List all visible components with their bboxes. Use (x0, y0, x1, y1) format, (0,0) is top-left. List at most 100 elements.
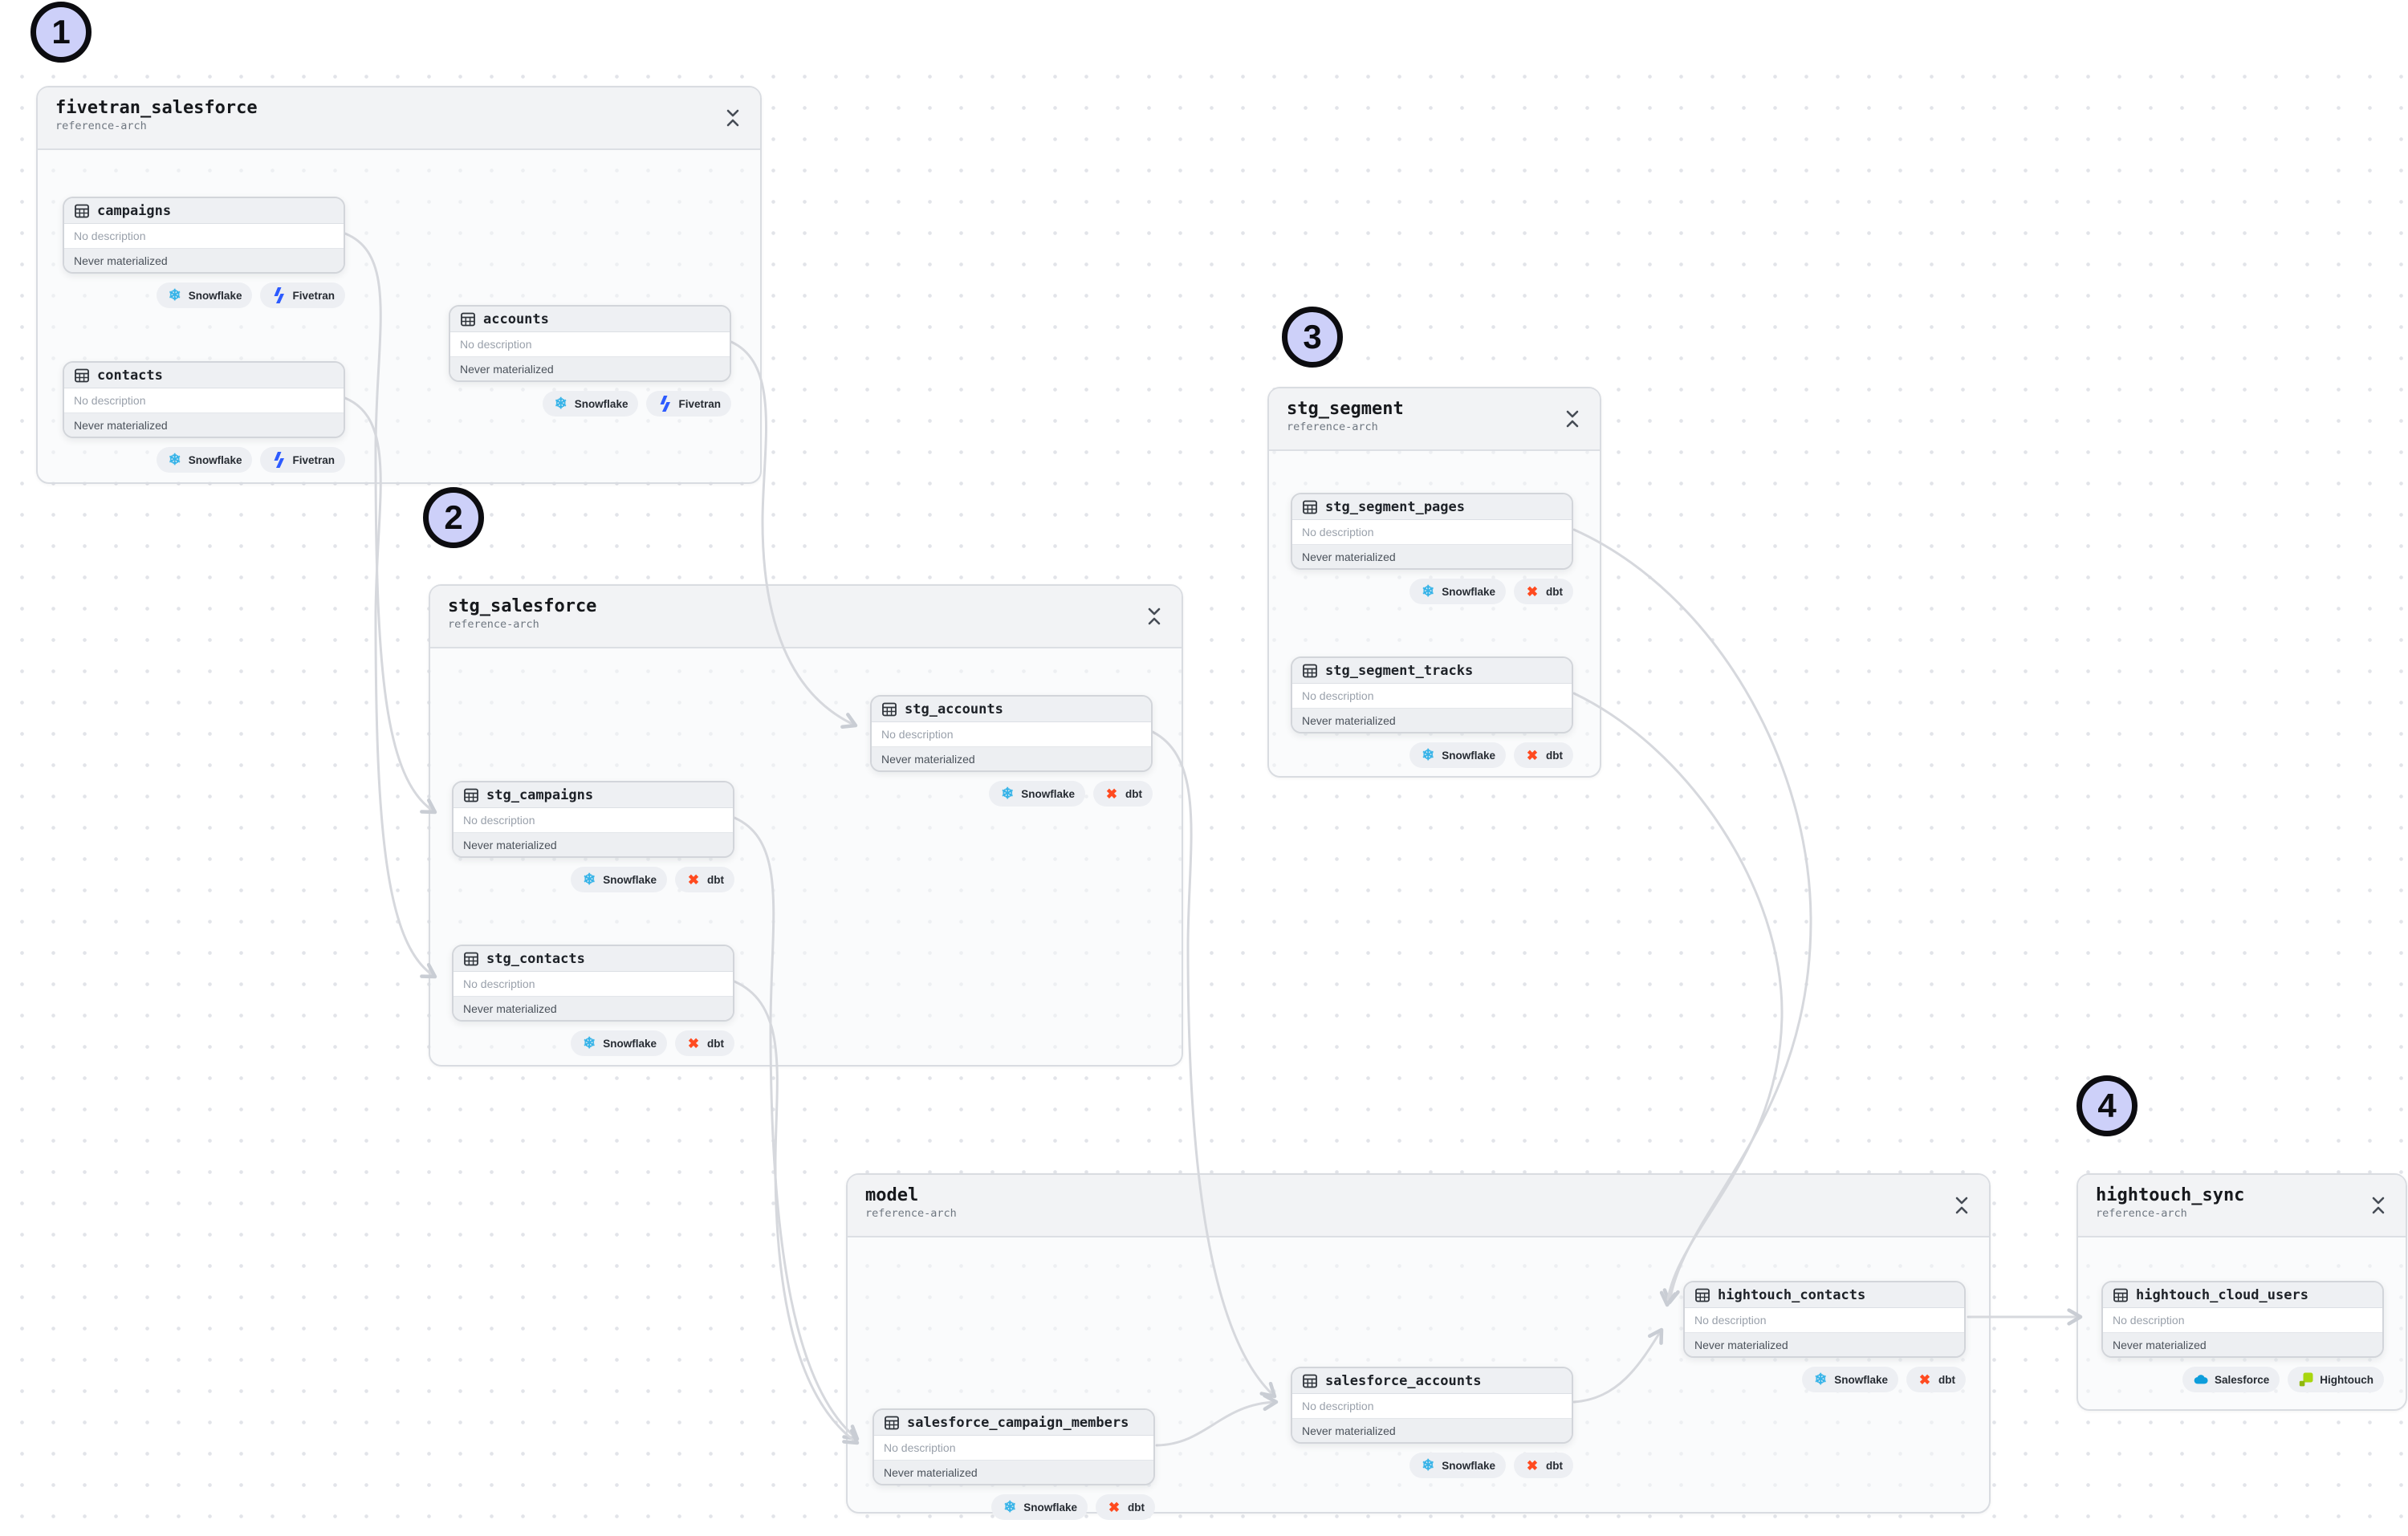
collapse-icon[interactable] (1563, 408, 1582, 430)
badge-label: Fivetran (292, 289, 335, 302)
group-title: hightouch_sync (2096, 1185, 2245, 1205)
table-header[interactable]: contacts (64, 363, 344, 388)
snowflake-icon: ❄ (554, 395, 567, 412)
table-header[interactable]: hightouch_cloud_users (2103, 1282, 2382, 1308)
badge-label: Snowflake (1021, 787, 1075, 800)
table-node-salesforce_campaign_members[interactable]: salesforce_campaign_members No descripti… (872, 1408, 1155, 1520)
table-node-hightouch_cloud_users[interactable]: hightouch_cloud_users No description Nev… (2101, 1281, 2384, 1392)
table-description: No description (1292, 1394, 1572, 1418)
badge-label: dbt (707, 1037, 724, 1050)
badge-dbt[interactable]: ✖dbt (1514, 579, 1573, 604)
table-header[interactable]: campaigns (64, 198, 344, 224)
badge-dbt[interactable]: ✖ dbt (1514, 1453, 1573, 1478)
badge-dbt[interactable]: ✖ dbt (1093, 781, 1153, 807)
snowflake-icon: ❄ (583, 871, 596, 888)
hightouch-icon (2298, 1371, 2314, 1388)
snowflake-icon: ❄ (1003, 1498, 1017, 1516)
table-node-stg_accounts[interactable]: stg_accounts No description Never materi… (870, 695, 1153, 807)
badge-snowflake[interactable]: ❄Snowflake (1409, 579, 1506, 604)
table-header[interactable]: accounts (450, 307, 730, 332)
collapse-icon[interactable] (723, 107, 742, 129)
table-node-contacts[interactable]: contacts No description Never materializ… (63, 361, 345, 473)
badge-label: Snowflake (188, 453, 242, 466)
table-header[interactable]: salesforce_accounts (1292, 1368, 1572, 1394)
table-icon (1302, 663, 1318, 679)
badge-label: Fivetran (292, 453, 335, 466)
snowflake-icon: ❄ (1422, 583, 1435, 600)
badge-dbt[interactable]: ✖dbt (1096, 1494, 1155, 1520)
table-node-stg_segment_pages[interactable]: stg_segment_pages No description Never m… (1291, 493, 1573, 604)
badge-dbt[interactable]: ✖dbt (675, 1030, 734, 1056)
table-name: hightouch_contacts (1718, 1286, 1866, 1303)
collapse-icon[interactable] (1952, 1194, 1971, 1217)
badge-label: Snowflake (1442, 749, 1495, 762)
table-node-hightouch_contacts[interactable]: hightouch_contacts No description Never … (1683, 1281, 1966, 1392)
badge-label: Snowflake (1442, 1459, 1495, 1472)
badge-dbt[interactable]: ✖dbt (675, 867, 734, 892)
table-description: No description (1292, 520, 1572, 544)
table-name: salesforce_accounts (1325, 1372, 1482, 1389)
badge-snowflake[interactable]: ❄Snowflake (156, 447, 253, 473)
badge-dbt[interactable]: ✖dbt (1906, 1367, 1966, 1392)
badge-hightouch[interactable]: Hightouch (2288, 1367, 2384, 1392)
badge-snowflake[interactable]: ❄ Snowflake (542, 391, 639, 417)
badge-salesforce[interactable]: Salesforce (2182, 1367, 2280, 1392)
table-node-salesforce_accounts[interactable]: salesforce_accounts No description Never… (1291, 1367, 1573, 1478)
badge-fivetran[interactable]: Fivetran (646, 391, 731, 417)
badge-snowflake[interactable]: ❄Snowflake (1409, 742, 1506, 768)
table-header[interactable]: stg_contacts (454, 946, 733, 972)
group-subtitle: reference-arch (55, 120, 147, 133)
badge-label: dbt (1546, 749, 1563, 762)
badge-fivetran[interactable]: Fivetran (260, 447, 345, 473)
group-header[interactable]: model reference-arch (848, 1175, 1989, 1237)
group-header[interactable]: stg_segment reference-arch (1269, 388, 1600, 451)
table-node-accounts[interactable]: accounts No description Never materializ… (449, 305, 731, 417)
collapse-icon[interactable] (2369, 1194, 2388, 1217)
annotation-number: 1 (51, 13, 71, 51)
snowflake-icon: ❄ (583, 1034, 596, 1052)
badge-label: Snowflake (574, 397, 628, 410)
table-header[interactable]: stg_segment_tracks (1292, 658, 1572, 684)
table-node-campaigns[interactable]: campaigns No description Never materiali… (63, 197, 345, 308)
table-icon (1302, 1373, 1318, 1389)
table-header[interactable]: stg_accounts (872, 697, 1151, 722)
badge-fivetran[interactable]: Fivetran (260, 282, 345, 308)
table-node-stg_contacts[interactable]: stg_contacts No description Never materi… (452, 945, 734, 1056)
badge-snowflake[interactable]: ❄Snowflake (991, 1494, 1088, 1520)
badge-label: dbt (1546, 1459, 1563, 1472)
table-name: contacts (97, 367, 163, 384)
table-icon (1694, 1287, 1710, 1303)
table-header[interactable]: stg_segment_pages (1292, 494, 1572, 520)
table-node-stg_segment_tracks[interactable]: stg_segment_tracks No description Never … (1291, 656, 1573, 768)
group-header[interactable]: fivetran_salesforce reference-arch (38, 87, 760, 150)
table-header[interactable]: stg_campaigns (454, 782, 733, 808)
badge-snowflake[interactable]: ❄Snowflake (571, 1030, 667, 1056)
badge-label: Snowflake (603, 873, 657, 886)
collapse-icon[interactable] (1145, 605, 1164, 628)
table-name: stg_contacts (486, 950, 585, 967)
dbt-icon: ✖ (1105, 786, 1118, 802)
dbt-icon: ✖ (1526, 1457, 1539, 1473)
badge-label: dbt (1125, 787, 1142, 800)
table-materialization: Never materialized (1292, 708, 1572, 732)
snowflake-icon: ❄ (1001, 785, 1015, 803)
badge-snowflake[interactable]: ❄Snowflake (156, 282, 253, 308)
group-header[interactable]: hightouch_sync reference-arch (2078, 1175, 2406, 1237)
table-icon (1302, 499, 1318, 515)
table-materialization: Never materialized (64, 248, 344, 272)
table-header[interactable]: hightouch_contacts (1685, 1282, 1964, 1308)
group-subtitle: reference-arch (1287, 421, 1378, 434)
table-description: No description (1292, 684, 1572, 708)
table-materialization: Never materialized (1685, 1332, 1964, 1356)
table-header[interactable]: salesforce_campaign_members (874, 1410, 1153, 1436)
group-header[interactable]: stg_salesforce reference-arch (430, 586, 1182, 648)
badge-snowflake[interactable]: ❄Snowflake (1802, 1367, 1898, 1392)
badge-snowflake[interactable]: ❄Snowflake (1409, 1453, 1506, 1478)
dbt-icon: ✖ (1108, 1499, 1121, 1515)
badge-snowflake[interactable]: ❄ Snowflake (989, 781, 1085, 807)
table-node-stg_campaigns[interactable]: stg_campaigns No description Never mater… (452, 781, 734, 892)
badge-snowflake[interactable]: ❄ Snowflake (571, 867, 667, 892)
group-title: stg_segment (1287, 399, 1404, 419)
badge-dbt[interactable]: ✖dbt (1514, 742, 1573, 768)
